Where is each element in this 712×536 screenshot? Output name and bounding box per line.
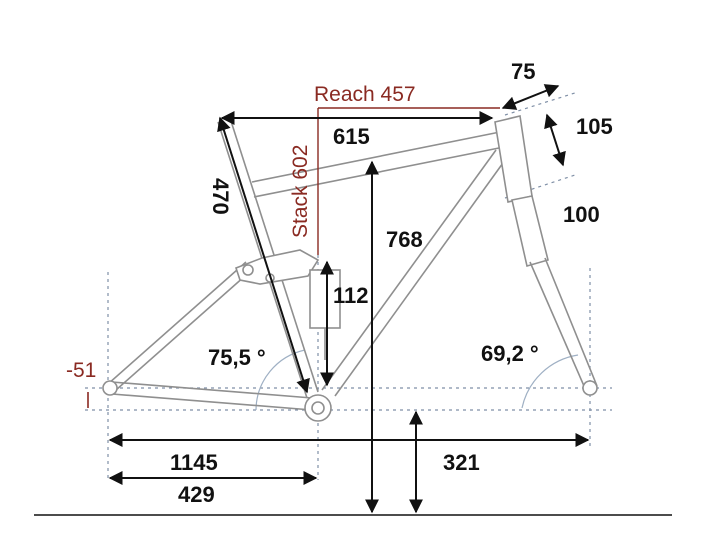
shock-travel-label: 112 [333, 283, 369, 308]
seat-angle-label: 75,5 ° [208, 345, 266, 370]
reach-label: Reach 457 [314, 83, 416, 106]
head-angle-arc [521, 354, 579, 409]
bb-drop-label: -51 [66, 359, 96, 382]
wheelbase-label: 1145 [170, 450, 218, 475]
reach-stack-lines [317, 107, 500, 255]
seat-tube-label: 470 [208, 178, 233, 215]
fork-travel-label: 100 [563, 202, 600, 227]
bike-frame [102, 115, 598, 422]
head-tube-label: 105 [576, 114, 613, 139]
top-tube-label: 615 [333, 124, 370, 149]
dimension-arrows [87, 84, 590, 514]
stem-length-label: 75 [511, 59, 535, 84]
front-center-label: 321 [443, 450, 480, 475]
head-angle-label: 69,2 ° [481, 341, 539, 366]
stack-label: Stack 602 [289, 145, 312, 238]
chainstay-label: 429 [178, 482, 215, 507]
frame-height-label: 768 [386, 227, 423, 252]
